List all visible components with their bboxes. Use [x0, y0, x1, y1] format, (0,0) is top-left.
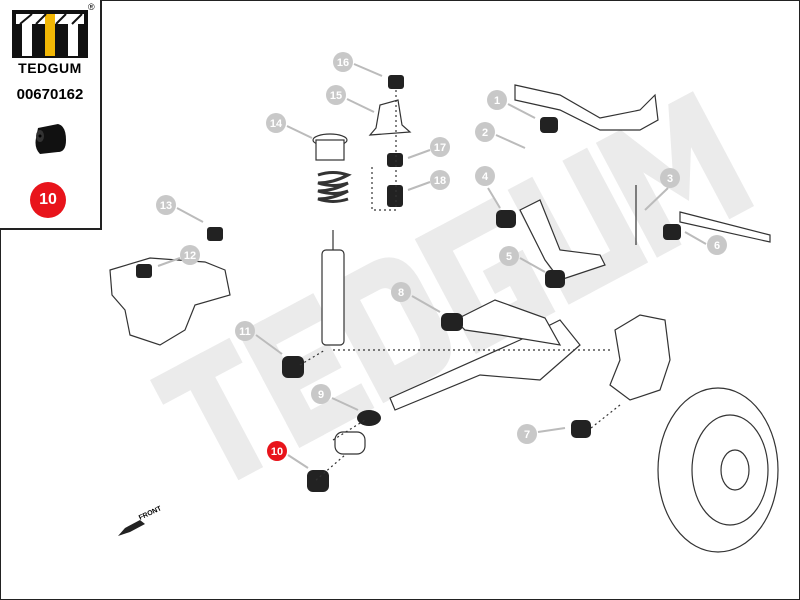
svg-text:8: 8: [398, 287, 404, 299]
svg-text:5: 5: [506, 251, 512, 263]
selected-callout-badge: 10: [30, 182, 66, 218]
callout-17[interactable]: 17: [430, 137, 450, 157]
part-info-panel: ® TEDGUM 00670162 10: [0, 0, 102, 230]
callout-7[interactable]: 7: [517, 424, 537, 444]
callout-5[interactable]: 5: [499, 246, 519, 266]
svg-text:15: 15: [330, 90, 342, 102]
tedgum-logo: [12, 10, 88, 58]
brand-name: TEDGUM: [18, 60, 82, 76]
bushings: [136, 117, 681, 492]
svg-text:12: 12: [184, 250, 196, 262]
knuckle: [609, 314, 671, 401]
svg-text:18: 18: [434, 175, 446, 187]
callout-12[interactable]: 12: [180, 245, 200, 265]
callout-15[interactable]: 15: [326, 85, 346, 105]
callout-11[interactable]: 11: [235, 321, 255, 341]
part-number: 00670162: [16, 86, 84, 103]
svg-text:13: 13: [160, 200, 172, 212]
callout-8[interactable]: 8: [391, 282, 411, 302]
svg-text:1: 1: [494, 95, 500, 107]
callout-18[interactable]: 18: [430, 170, 450, 190]
callout-9[interactable]: 9: [311, 384, 331, 404]
subframe: [109, 257, 231, 346]
registered-mark: ®: [88, 2, 95, 12]
callout-14[interactable]: 14: [266, 113, 286, 133]
callout-13[interactable]: 13: [156, 195, 176, 215]
bushing-photo: [30, 118, 70, 163]
svg-text:16: 16: [337, 57, 349, 69]
callout-2[interactable]: 2: [475, 122, 495, 142]
callout-4[interactable]: 4: [475, 166, 495, 186]
svg-text:14: 14: [270, 118, 283, 130]
svg-text:3: 3: [667, 173, 673, 185]
coil-spring: [317, 171, 352, 203]
svg-text:7: 7: [524, 429, 530, 441]
callout-10[interactable]: 10: [267, 441, 287, 461]
callout-3[interactable]: 3: [660, 168, 680, 188]
svg-text:4: 4: [482, 171, 489, 183]
svg-text:9: 9: [318, 389, 324, 401]
callout-1[interactable]: 1: [487, 90, 507, 110]
svg-text:17: 17: [434, 142, 446, 154]
callout-6[interactable]: 6: [707, 235, 727, 255]
front-arrow-icon: [118, 520, 145, 536]
svg-text:11: 11: [239, 326, 251, 338]
callout-16[interactable]: 16: [333, 52, 353, 72]
svg-text:10: 10: [271, 446, 283, 458]
front-label: FRONT: [138, 505, 163, 522]
shock-absorber: [321, 249, 345, 346]
svg-text:2: 2: [482, 127, 488, 139]
svg-text:6: 6: [714, 240, 720, 252]
selected-bushing: [307, 470, 329, 492]
